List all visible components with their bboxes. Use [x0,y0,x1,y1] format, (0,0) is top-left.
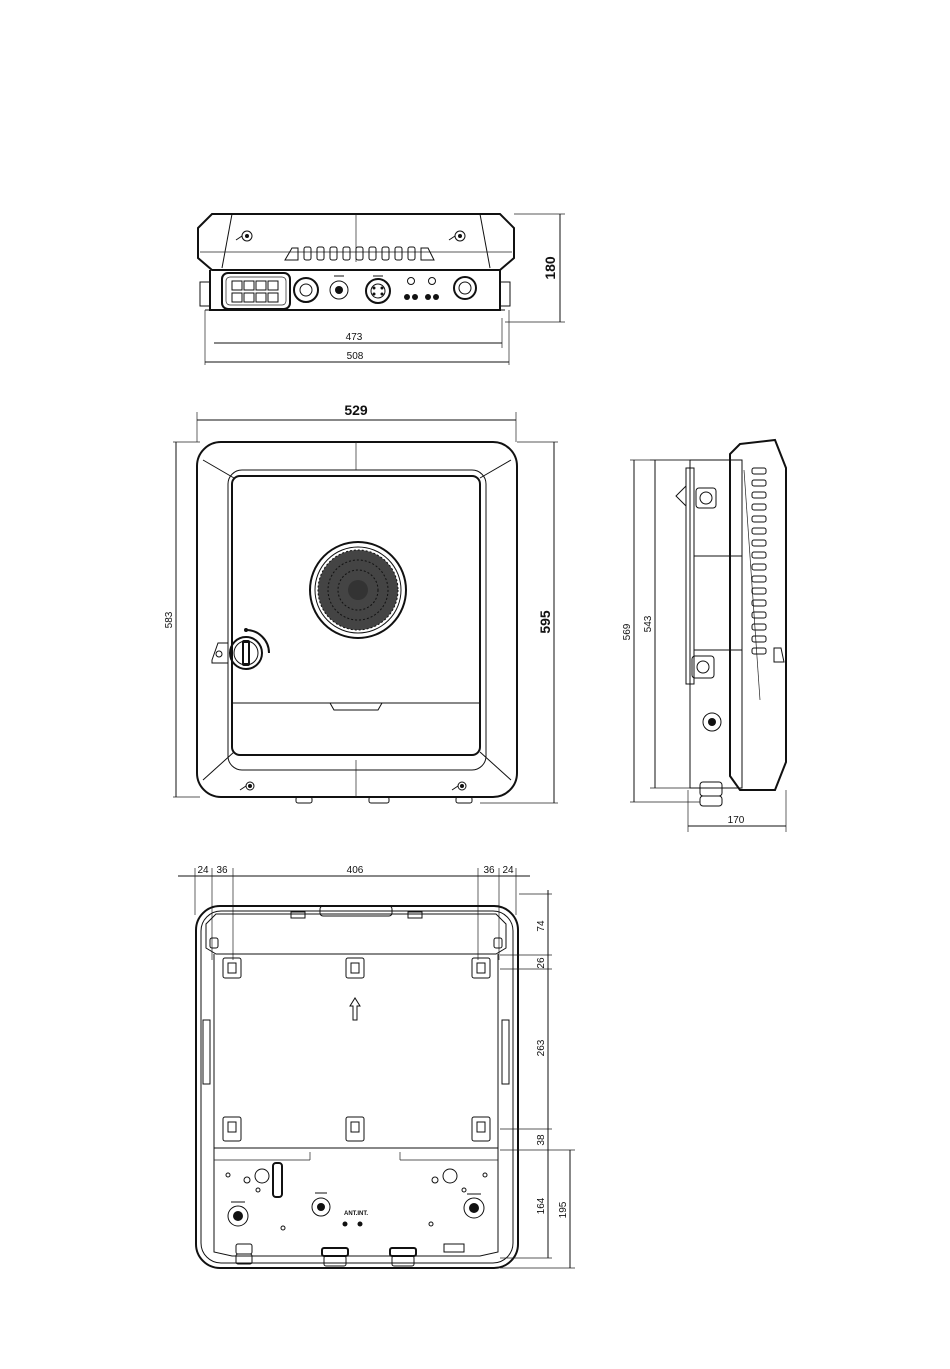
dim-rear-v5: 164 [536,1197,547,1214]
dim-rear-v6: 195 [558,1201,569,1218]
top-round-connector [366,276,390,303]
rear-antenna-center [312,1193,330,1216]
side-bottom-glands [700,782,722,806]
dim-rear-v3: 263 [536,1039,547,1056]
dim-rear-v1: 74 [536,920,547,932]
top-antenna-1 [330,276,348,299]
top-mounting-icon-left [236,231,252,241]
up-arrow-icon [350,998,360,1020]
top-vent-slots [285,247,434,260]
dim-rear-v4: 38 [536,1134,547,1146]
rear-antenna-left [228,1202,248,1226]
antenna-internal-label: ANT.INT. [344,1211,368,1217]
top-gland-1 [294,278,318,302]
fan-grille [310,542,406,638]
top-view: 180 473 508 [198,214,565,365]
top-mounting-icon-right [449,231,465,241]
front-view: 529 [164,402,558,803]
dim-top-inner-width: 473 [346,332,363,343]
side-antenna-icon [703,713,721,731]
dim-side-depth: 170 [728,815,745,826]
side-ribs [752,468,766,654]
front-mounting-icon-left [240,782,254,790]
top-connector-block [222,273,290,309]
top-gland-2 [454,277,476,299]
lock-knob [230,628,269,669]
rear-mounting-holes [223,958,490,1141]
dim-top-outer-width: 508 [347,351,364,362]
dim-side-outer-height: 569 [622,623,633,640]
dim-rear-w5: 24 [502,865,514,876]
rear-top-latch [291,906,422,918]
front-mounting-icon-right [452,782,466,790]
rear-view: 24 36 406 36 24 [178,865,575,1268]
dim-rear-w3: 406 [347,865,364,876]
dim-rear-w1: 24 [197,865,209,876]
rear-antenna-right [464,1194,484,1218]
dim-front-left-height: 583 [164,611,175,628]
side-view: 569 543 170 [622,440,786,832]
dim-rear-v2: 26 [536,957,547,969]
side-tab-left [212,643,228,663]
dim-rear-w4: 36 [483,865,495,876]
dim-top-height: 180 [542,256,558,280]
top-small-ports [404,278,439,301]
dim-front-right-height: 595 [537,610,553,634]
dim-front-width: 529 [344,402,368,418]
dim-side-inner-height: 543 [643,615,654,632]
dim-rear-w2: 36 [216,865,228,876]
